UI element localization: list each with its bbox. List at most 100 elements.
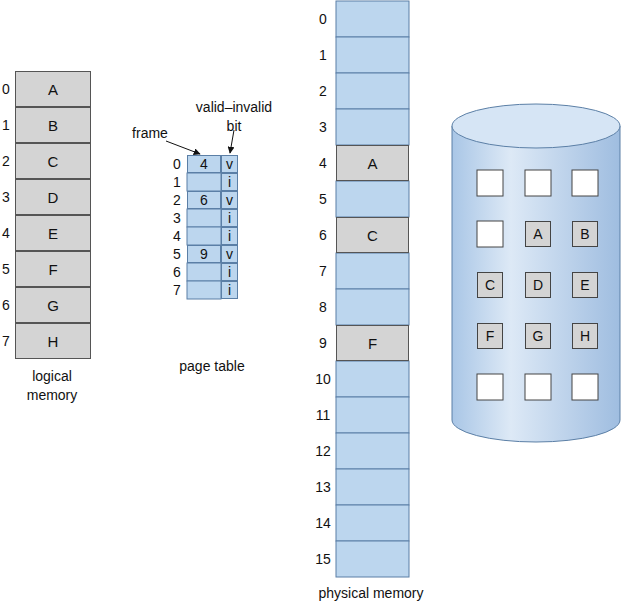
disk-block: F xyxy=(477,323,503,349)
frame-index: 5 xyxy=(319,190,327,209)
valid-bit: i xyxy=(221,281,238,299)
page-index: 0 xyxy=(2,80,10,99)
node-text: i xyxy=(228,174,231,190)
column-label: valid–invalid bit xyxy=(188,98,280,136)
logical-page: G xyxy=(15,287,91,323)
logical-page: A xyxy=(15,71,91,107)
frame-index: 13 xyxy=(315,478,331,497)
disk-block: D xyxy=(525,272,551,298)
node-text: i xyxy=(228,210,231,226)
disk-cylinder xyxy=(452,104,620,442)
disk-block: E xyxy=(572,272,598,298)
node-text: B xyxy=(48,117,58,134)
valid-bit: v xyxy=(221,191,238,209)
frame-index: 6 xyxy=(319,226,327,245)
page-index: 1 xyxy=(2,116,10,135)
node-text: 6 xyxy=(200,192,208,208)
empty-disk-blocks xyxy=(477,170,598,400)
table-index: 1 xyxy=(173,173,181,192)
node-text: G xyxy=(533,328,544,344)
frame-number: 9 xyxy=(187,245,221,263)
frame-index: 14 xyxy=(315,514,331,533)
node-text: G xyxy=(47,297,59,314)
valid-bit: i xyxy=(221,263,238,281)
frame-index: 9 xyxy=(319,334,327,353)
physical-frame: F xyxy=(336,325,409,361)
page-index: 6 xyxy=(2,296,10,315)
physical-frames xyxy=(336,1,409,577)
node-text: C xyxy=(48,153,59,170)
frame-index: 2 xyxy=(319,82,327,101)
table-index: 2 xyxy=(173,191,181,210)
node-text: 4 xyxy=(200,156,208,172)
node-text: F xyxy=(486,328,495,344)
table-index: 3 xyxy=(173,209,181,228)
node-text: v xyxy=(226,246,233,262)
logical-page: E xyxy=(15,215,91,251)
disk-block: A xyxy=(525,221,551,247)
node-text: C xyxy=(485,277,495,293)
physical-frame: A xyxy=(336,145,409,181)
node-text: A xyxy=(533,226,542,242)
node-text: B xyxy=(580,226,589,242)
frame-number: 6 xyxy=(187,191,221,209)
page-index: 4 xyxy=(2,224,10,243)
frame-index: 4 xyxy=(319,154,327,173)
node-text: i xyxy=(228,282,231,298)
frame-index: 11 xyxy=(316,406,331,425)
page-index: 5 xyxy=(2,260,10,279)
frame-number: 4 xyxy=(187,155,221,173)
node-text: F xyxy=(48,261,57,278)
page-index: 3 xyxy=(2,188,10,207)
caption-label: logical memory xyxy=(12,367,92,405)
node-text: E xyxy=(580,277,589,293)
node-text: D xyxy=(48,189,59,206)
logical-page: D xyxy=(15,179,91,215)
node-text: i xyxy=(228,228,231,244)
valid-bit: i xyxy=(221,227,238,245)
node-text: E xyxy=(48,225,58,242)
node-text: i xyxy=(228,264,231,280)
frame-index: 7 xyxy=(319,262,327,281)
frame-index: 3 xyxy=(319,118,327,137)
table-index: 0 xyxy=(173,155,181,174)
node-text: F xyxy=(368,335,377,352)
caption-label: physical memory xyxy=(318,584,423,603)
page-index: 7 xyxy=(2,332,10,351)
node-text: A xyxy=(48,81,58,98)
node-text: v xyxy=(226,192,233,208)
frame-index: 10 xyxy=(315,370,331,389)
node-text: 9 xyxy=(200,246,208,262)
disk-block: C xyxy=(477,272,503,298)
logical-page: F xyxy=(15,251,91,287)
leader-arrows xyxy=(166,130,234,154)
valid-bit: i xyxy=(221,173,238,191)
frame-index: 15 xyxy=(315,550,331,569)
node-text: D xyxy=(533,277,543,293)
disk-block: H xyxy=(572,323,598,349)
column-label: frame xyxy=(132,124,168,143)
node-text: H xyxy=(48,333,59,350)
page-table-cells xyxy=(187,173,221,299)
valid-bit: v xyxy=(221,245,238,263)
frame-index: 8 xyxy=(319,298,327,317)
disk-block: G xyxy=(525,323,551,349)
node-text: C xyxy=(367,227,378,244)
valid-bit: i xyxy=(221,209,238,227)
table-index: 6 xyxy=(173,263,181,282)
node-text: H xyxy=(580,328,590,344)
table-index: 5 xyxy=(173,245,181,264)
frame-index: 0 xyxy=(319,10,327,29)
frame-index: 12 xyxy=(315,442,331,461)
frame-index: 1 xyxy=(319,46,327,65)
table-index: 4 xyxy=(173,227,181,246)
logical-page: B xyxy=(15,107,91,143)
disk-block: B xyxy=(572,221,598,247)
logical-page: C xyxy=(15,143,91,179)
logical-page: H xyxy=(15,323,91,359)
node-text: v xyxy=(226,156,233,172)
table-index: 7 xyxy=(173,281,181,300)
